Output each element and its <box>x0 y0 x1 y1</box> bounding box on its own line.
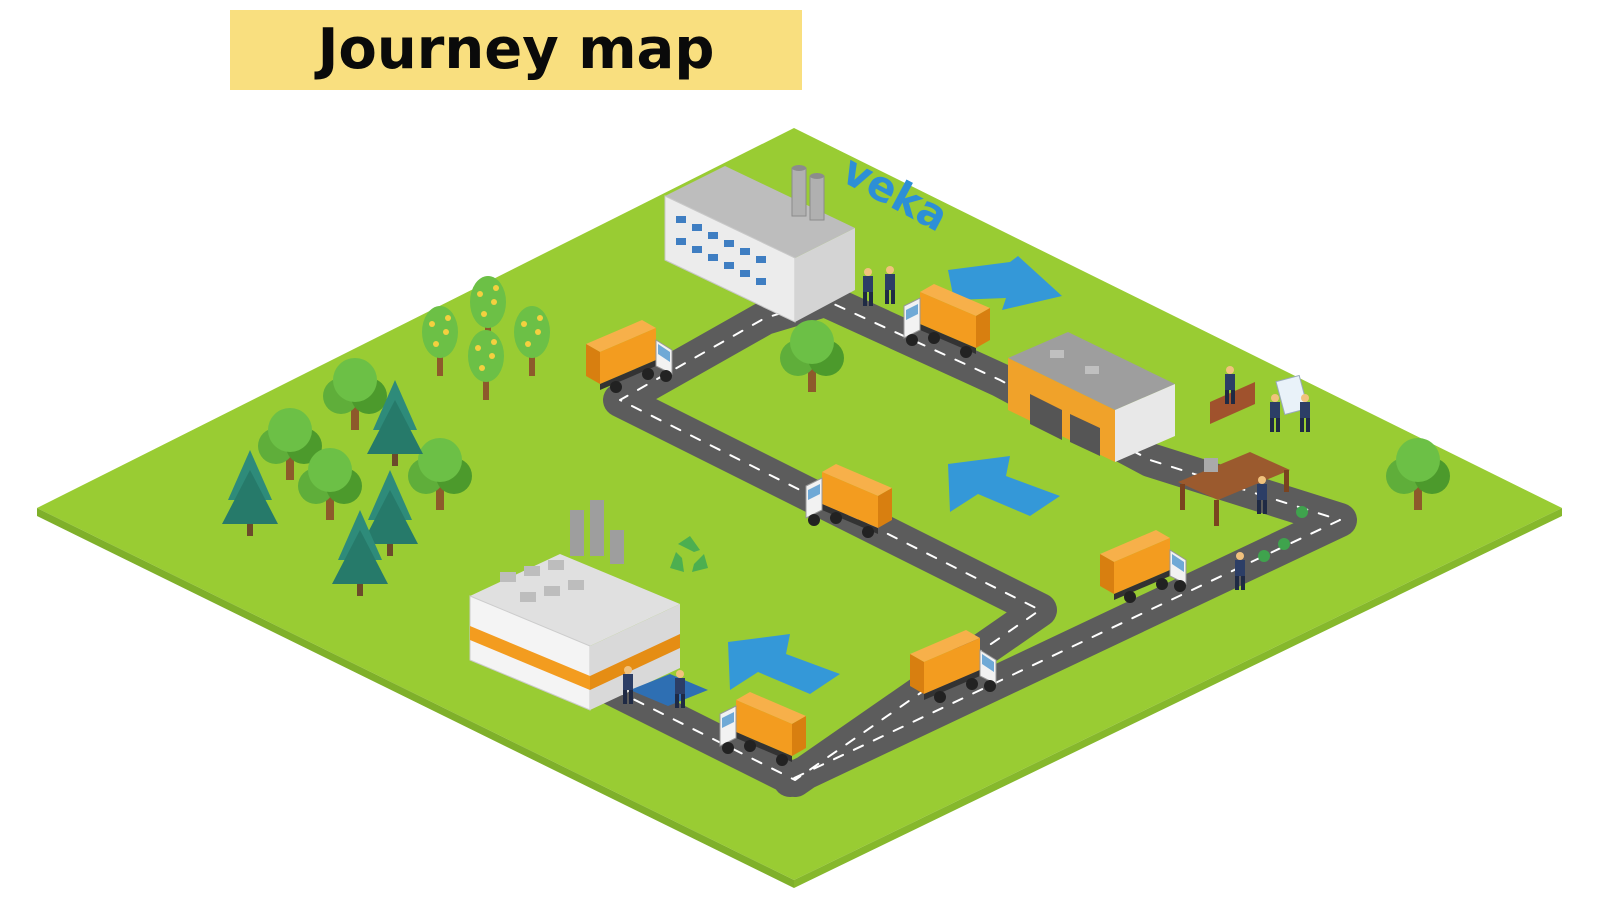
recycle-icon <box>670 536 708 572</box>
page-title: Journey map <box>317 17 715 82</box>
direction-arrow <box>728 634 840 694</box>
workbench <box>1178 452 1290 526</box>
direction-arrow <box>948 256 1062 310</box>
veka-factory <box>664 165 855 323</box>
title-banner: Journey map <box>230 10 802 90</box>
warehouse <box>1008 332 1175 462</box>
installation-workers <box>1210 366 1310 432</box>
money-bag-icon <box>1258 506 1308 562</box>
factory-workers <box>623 666 708 708</box>
production-plant <box>469 500 680 711</box>
direction-arrow <box>948 456 1060 516</box>
